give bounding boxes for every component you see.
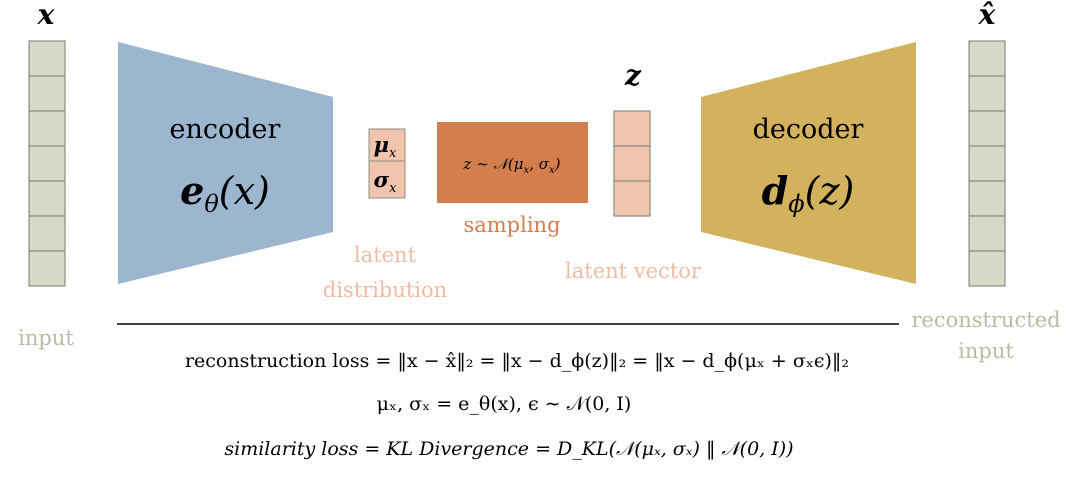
- sampling-box: [437, 122, 588, 203]
- encoding-equation: μₓ, σₓ = e_θ(x), ϵ ∼ 𝒩(0, I): [377, 393, 632, 415]
- latent-vector-cell: [613, 145, 651, 182]
- decoder-function: dϕ(z): [762, 168, 855, 218]
- encoder: encoder eθ(x): [118, 42, 333, 284]
- input-cell: [28, 215, 66, 252]
- sampling-formula: z ∼ 𝒩(μx, σx): [463, 155, 561, 176]
- output-cells: [968, 40, 1006, 287]
- output-cell: [968, 215, 1006, 252]
- input-cell: [28, 40, 66, 77]
- output-cell: [968, 145, 1006, 182]
- input-vector: x input: [18, 0, 74, 350]
- latent-vector: z latent vector: [565, 59, 702, 283]
- input-cell: [28, 110, 66, 147]
- output-cell: [968, 75, 1006, 112]
- output-symbol: x̂: [978, 0, 996, 31]
- sigma-symbol: σx: [374, 167, 397, 196]
- input-cell: [28, 250, 66, 287]
- latent-vector-symbol: z: [624, 59, 642, 92]
- mu-symbol: μx: [374, 132, 397, 161]
- input-label: input: [18, 326, 74, 350]
- sampling: z ∼ 𝒩(μx, σx) sampling: [437, 122, 588, 237]
- latent-distribution-label-line1: latent: [354, 243, 417, 267]
- latent-distribution-label-line2: distribution: [323, 278, 447, 302]
- input-cells: [28, 40, 66, 287]
- output-label-line2: input: [958, 339, 1014, 363]
- mu-cell: [368, 128, 406, 162]
- latent-vector-cell: [613, 180, 651, 217]
- equations: reconstruction loss = ‖x − x̂‖₂ = ‖x − d…: [185, 350, 849, 460]
- encoder-label: encoder: [170, 114, 281, 145]
- input-cell: [28, 145, 66, 182]
- output-cell: [968, 250, 1006, 287]
- input-cell: [28, 180, 66, 217]
- output-label-line1: reconstructed: [911, 308, 1060, 332]
- encoder-shape: [118, 42, 333, 284]
- input-symbol: x: [37, 0, 55, 31]
- output-cell: [968, 40, 1006, 77]
- latent-vector-label: latent vector: [565, 259, 702, 283]
- encoder-function: eθ(x): [180, 168, 270, 218]
- output-vector: x̂ reconstructed input: [911, 0, 1060, 363]
- sampling-label: sampling: [463, 213, 560, 237]
- decoder-shape: [701, 42, 916, 284]
- similarity-loss-equation: similarity loss = KL Divergence = D_KL(𝒩…: [224, 438, 793, 460]
- input-cell: [28, 75, 66, 112]
- decoder: decoder dϕ(z): [701, 42, 916, 284]
- output-cell: [968, 110, 1006, 147]
- latent-distribution: μx σx latent distribution: [323, 128, 447, 302]
- latent-vector-cell: [613, 110, 651, 147]
- reconstruction-loss-equation: reconstruction loss = ‖x − x̂‖₂ = ‖x − d…: [185, 350, 849, 372]
- output-cell: [968, 180, 1006, 217]
- decoder-label: decoder: [753, 114, 864, 145]
- latent-vector-cells: [613, 110, 651, 217]
- sigma-cell: [368, 160, 406, 199]
